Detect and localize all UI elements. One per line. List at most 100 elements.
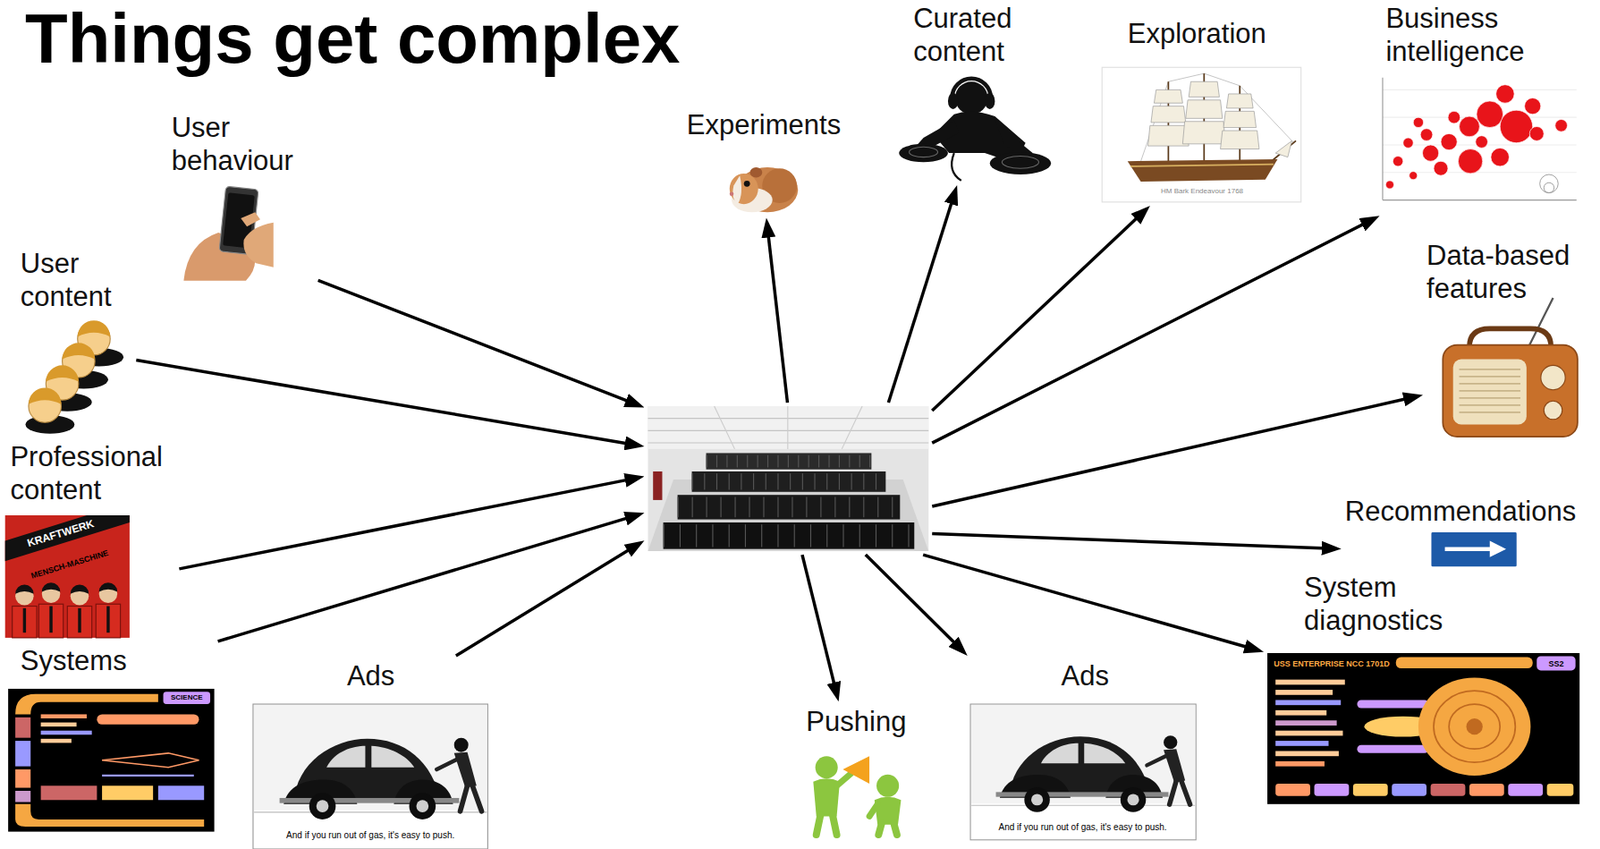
album-cover-part [15,584,34,594]
scatter-chart-part [1433,160,1448,176]
picture-text: SCIENCE [170,694,204,703]
scatter-chart-part [1490,147,1510,167]
album-cover-part [95,603,120,638]
ship-picture-part [1153,89,1183,103]
direction-sign [1430,531,1518,568]
flow-arrow [218,515,638,642]
scatter-chart-part [1440,133,1457,150]
data-center-photo-part [706,452,872,469]
lcars-panel-left-part [158,785,204,800]
phone-in-hands-part [240,211,261,227]
dj-silhouette-part [984,93,995,110]
flow-arrow [802,554,838,695]
ship-picture-part [1182,121,1226,144]
people-icon-part [28,387,62,404]
megaphone-figures-part [837,773,852,787]
lcars-panel-left-part [101,753,199,768]
ship-picture-part [1127,159,1279,182]
ad-photo-left [253,703,488,849]
ship-picture-part [1101,67,1301,203]
data-center-photo [647,406,929,551]
input-node: User behaviour [168,107,319,285]
radio-icon-part [1442,345,1578,438]
scatter-chart [1356,73,1580,212]
data-center-photo-part [663,524,915,547]
lcars-panel-right-part [1448,703,1500,749]
scatter-chart-part [1409,171,1418,180]
output-node: Recommendations [1341,491,1580,571]
radio-icon-part [1459,368,1521,371]
lcars-panel-left-part [101,785,153,800]
lcars-panel-right-part [1547,783,1575,796]
lcars-panel-right-part [1391,783,1427,796]
scatter-chart-part [1543,182,1554,193]
flow-arrow [767,225,788,404]
output-node: Ads [966,655,1200,844]
data-center-node [643,402,932,555]
lcars-panel-right-part [1275,730,1343,737]
ship-picture-part [1220,130,1260,150]
flow-arrow [865,554,963,651]
scatter-chart-part [1422,144,1439,161]
album-cover-part [12,606,37,638]
lcars-panel-left-part [163,691,211,704]
node-label: System diagnostics [1303,570,1461,637]
flow-arrow [456,543,639,656]
input-node: Ads [249,655,492,849]
ship-picture-part [1151,106,1186,123]
lcars-panel-left-part [8,688,214,832]
album-cover-part [77,608,81,633]
output-node: Business intelligence [1353,0,1584,216]
lcars-panel-right-part [1267,652,1580,805]
dj-silhouette-part [909,146,939,157]
album-cover-part [99,582,119,592]
radio-icon-part [1453,359,1527,425]
node-label: Data-based features [1426,238,1592,305]
output-node: Data-based features [1422,235,1596,443]
lcars-panel-right-part [1275,751,1339,757]
data-center-photo-part [787,406,788,449]
ship-picture-part [1185,100,1223,119]
scatter-chart-part [1524,98,1541,115]
ship-picture-part [1226,93,1253,109]
ad-photo-right [970,703,1196,840]
lcars-panel-right-part [1536,655,1575,670]
output-node: Curated content [896,0,1055,186]
picture-text: SS2 [1548,658,1564,668]
lcars-panel-right-part [1469,783,1505,796]
flow-arrow [318,279,638,405]
lcars-panel-right-part [1507,783,1543,796]
node-label: Business intelligence [1385,1,1542,68]
data-center-photo-part [714,406,736,449]
lcars-panel-right-part [1466,718,1483,735]
album-cover-part [49,606,52,634]
ship-picture-part [1271,140,1296,161]
dj-silhouette-part [952,78,991,99]
node-label: Recommendations [1345,494,1576,528]
connectors [135,192,1416,695]
node-label: Pushing [805,704,906,738]
dj-silhouette-part [955,81,989,115]
scatter-chart-part [1382,89,1577,91]
megaphone-figures [812,755,901,835]
lcars-panel-left-part [96,713,199,724]
flow-arrow [135,360,637,446]
lcars-panel-left-part [15,717,31,738]
album-cover-part [38,603,63,638]
people-icon-part [45,364,79,381]
node-label: Professional content [9,440,176,507]
scatter-chart-part [1420,128,1433,142]
ship-picture-part [1275,140,1292,157]
guinea-pig-part [732,175,742,204]
node-label: User content [20,246,128,314]
scatter-chart-part [1385,180,1394,189]
data-center-photo-part [663,522,915,550]
scatter-chart-part [1499,110,1533,144]
output-node: Pushing [802,701,914,843]
radio-icon-part [1459,389,1521,392]
lcars-panel-right-part [1275,710,1327,716]
lcars-panel-left-part [41,722,77,728]
dj-silhouette-part [948,93,958,110]
lcars-panel-left-part [41,713,87,719]
picture-text: KRAFTWERK [25,517,96,551]
